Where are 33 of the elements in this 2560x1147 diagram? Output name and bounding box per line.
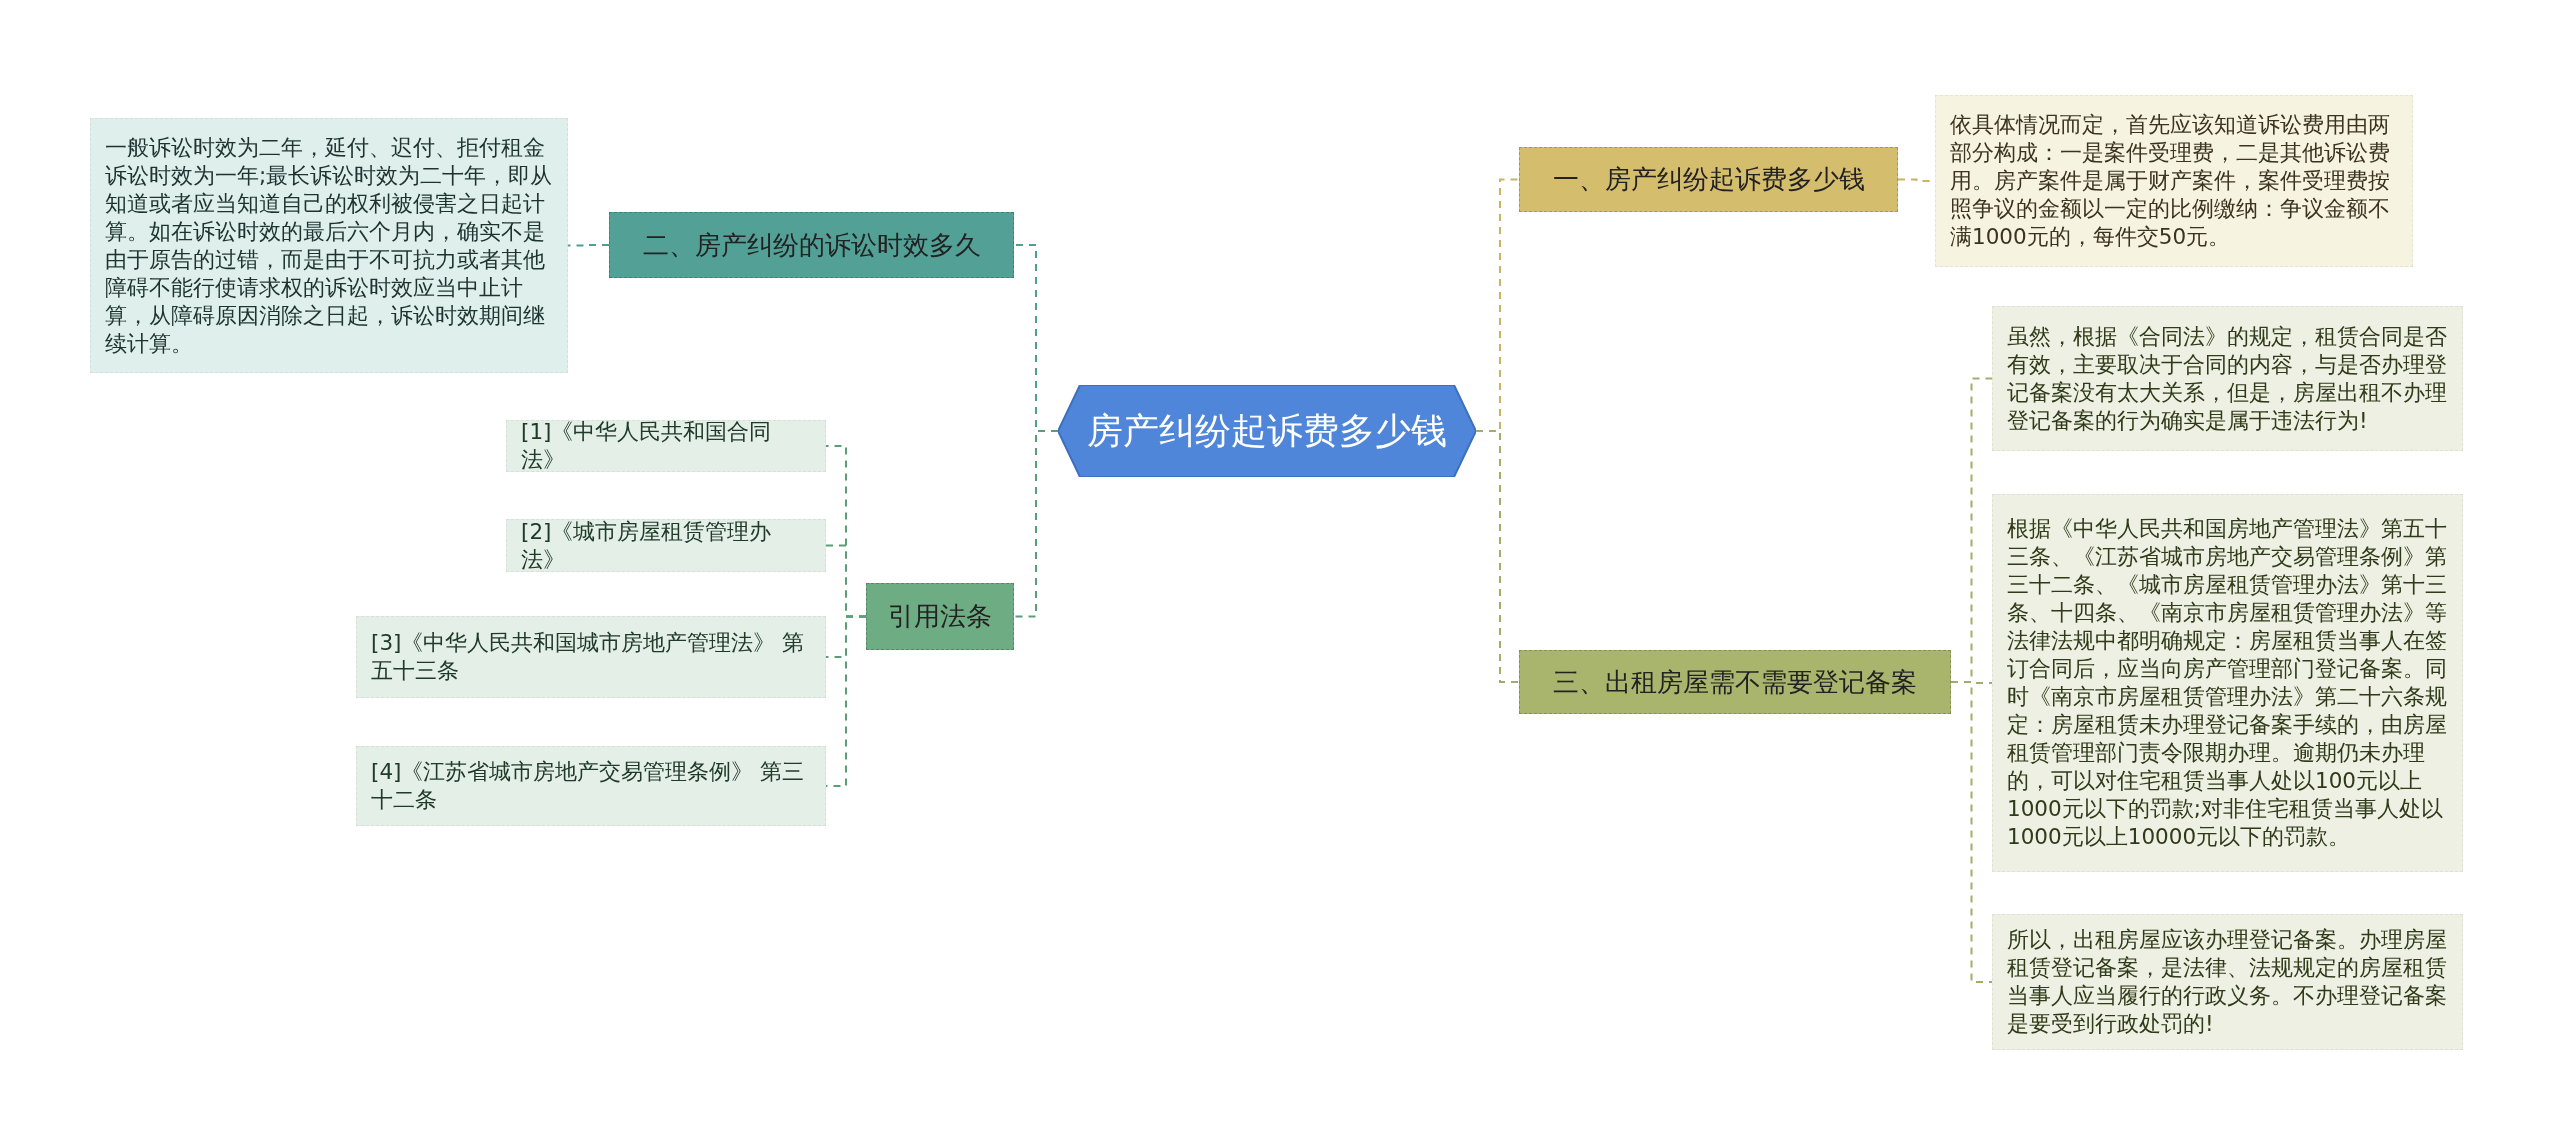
connector-line [825,615,867,787]
connector-line [1950,681,1993,983]
node-text: 虽然，根据《合同法》的规定，租赁合同是否有效，主要取决于合同的内容，与是否办理登记备案没有太大关系，但是，房屋出租不办理登记备案的行为确实是属于违法行为! [2007,322,2448,435]
node-text: 三、出租房屋需不需要登记备案 [1553,665,1917,699]
connector-line [567,244,610,247]
node-text: [4]《江苏省城市房地产交易管理条例》 第三十二条 [371,758,806,814]
note-card [506,519,826,572]
node-text: 二、房产纠纷的诉讼时效多久 [642,228,981,262]
node-text: 所以，出租房屋应该办理登记备案。办理房屋租赁登记备案，是法律、法规规定的房屋租赁当事人应当履行的行政义务。不办理登记备案是要受到行政处罚的! [2007,926,2448,1038]
note-card [1992,306,2463,451]
node-text: [1]《中华人民共和国合同法》 [521,418,773,474]
note-card [1992,494,2463,872]
branch-topic [1519,147,1898,212]
node-text: 引用法条 [888,600,992,633]
central-topic [1058,385,1476,477]
note-card [506,420,826,472]
note-card [356,746,826,826]
branch-topic [866,583,1014,650]
connector-line [1475,430,1520,683]
node-text: [2]《城市房屋租赁管理办法》 [521,517,773,574]
note-card [90,118,568,373]
note-card [1992,914,2463,1050]
note-card [356,616,826,698]
connector-line [1013,430,1059,618]
node-text: 依具体情况而定，首先应该知道诉讼费用由两部分构成：一是案件受理费，二是其他诉讼费用。房产案件是属于财产案件，案件受理费按照争议的金额以一定的比例缴纳：争议金额不满1000元的，每件交50元。 [1950,111,2391,251]
node-text: 一、房产纠纷起诉费多少钱 [1552,163,1865,196]
branch-topic [609,212,1014,278]
note-card [1935,95,2413,267]
branch-topic [1519,650,1951,714]
node-text: [3]《中华人民共和国城市房地产管理法》 第五十三条 [371,629,806,685]
node-text: 房产纠纷起诉费多少钱 [1087,408,1447,453]
node-text: 一般诉讼时效为二年，延付、迟付、拒付租金诉讼时效为一年;最长诉讼时效为二十年，即从知道或者应当知道自己的权利被侵害之日起计算。如在诉讼时效的最后六个月内，确实不是由于原告的过错，而是由于不可抗力或者其他障碍不能行使请求权的诉讼时效应当中止计算，从障碍原因消除之日起，诉讼时效期间继续计算。 [105,133,553,358]
node-text: 根据《中华人民共和国房地产管理法》第五十三条、《江苏省城市房地产交易管理条例》第三十二条、《城市房屋租赁管理办法》第十三条、十四条、《南京市房屋租赁管理办法》等法律法规中都明确规定：房屋租赁当事人在签订合同后，应当向房产管理部门登记备案。同时《南京市房屋租赁管理办法》第二十六条规定：房屋租赁未办理登记备案手续的，由房屋租赁管理部门责令限期办理。逾期仍未办理的，可以对住宅租赁当事人处以100元以上1000元以下的罚款;对非住宅租赁当事人处以1000元以上10000元以下的罚款。 [2007,515,2448,851]
